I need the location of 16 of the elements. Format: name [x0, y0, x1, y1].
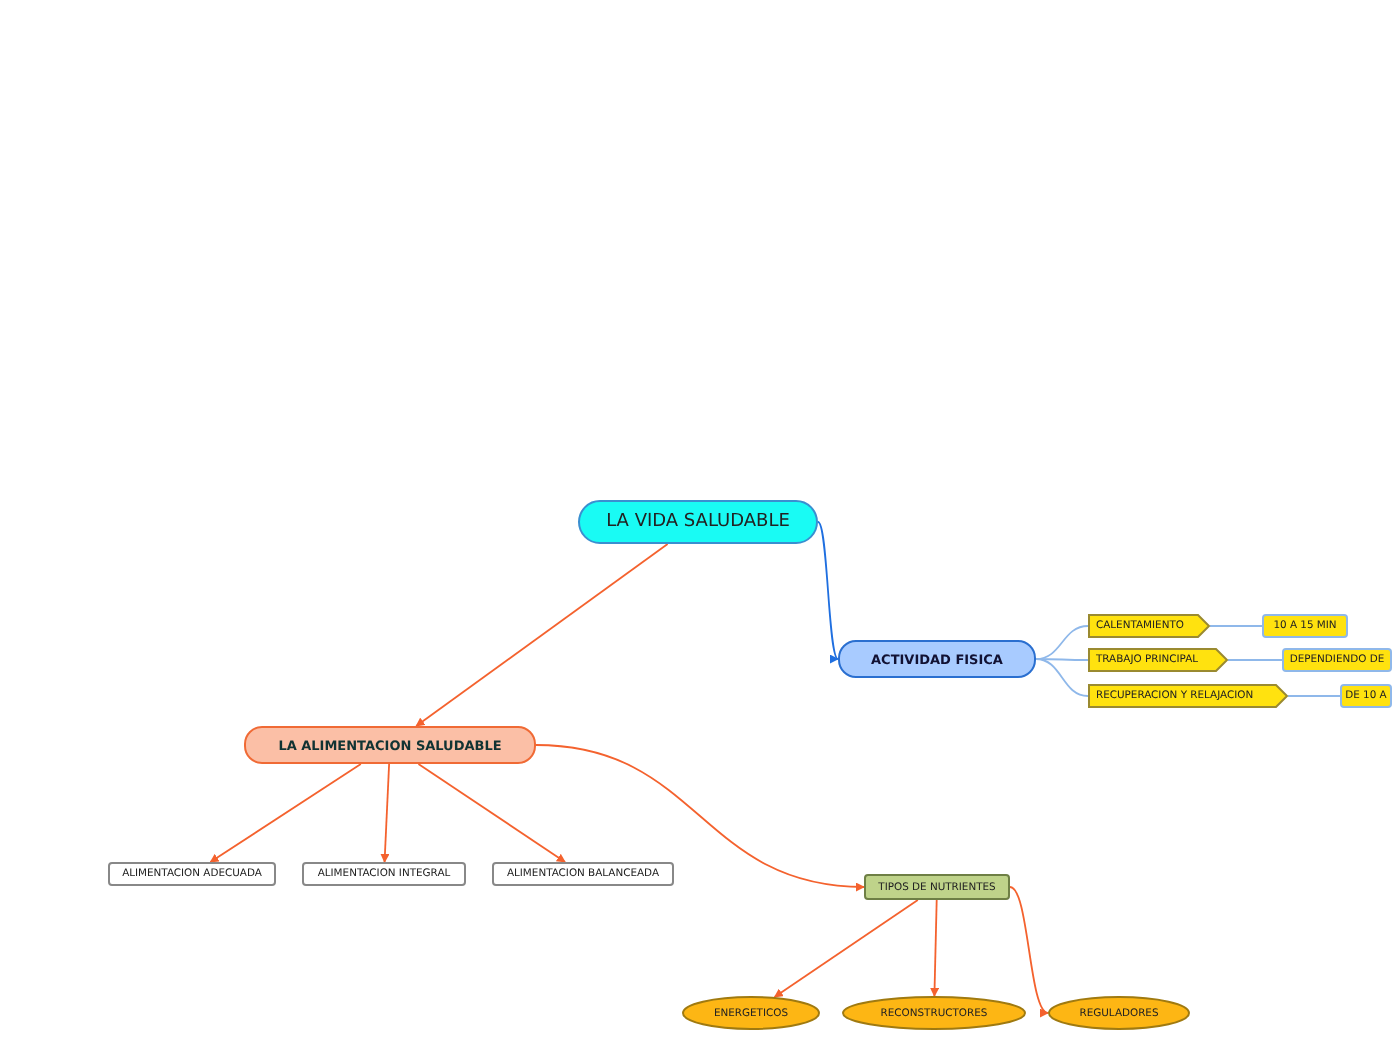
arrow: [930, 899, 940, 997]
arrow: [773, 899, 919, 998]
connector-line: [1035, 658, 1089, 661]
connector-line: [1035, 625, 1089, 660]
arrow: [535, 744, 865, 891]
arrow: [417, 763, 566, 863]
arrow: [415, 543, 669, 727]
arrow: [817, 521, 839, 660]
connector-line: [1209, 625, 1263, 627]
arrow: [1009, 886, 1049, 1014]
connector-line: [1227, 659, 1283, 661]
arrow: [380, 763, 390, 863]
topic-box: LA VIDA SALUDABLE: [578, 500, 818, 544]
connector-line: [1287, 695, 1341, 697]
arrow: [209, 763, 362, 863]
connector-line: [1035, 658, 1089, 697]
